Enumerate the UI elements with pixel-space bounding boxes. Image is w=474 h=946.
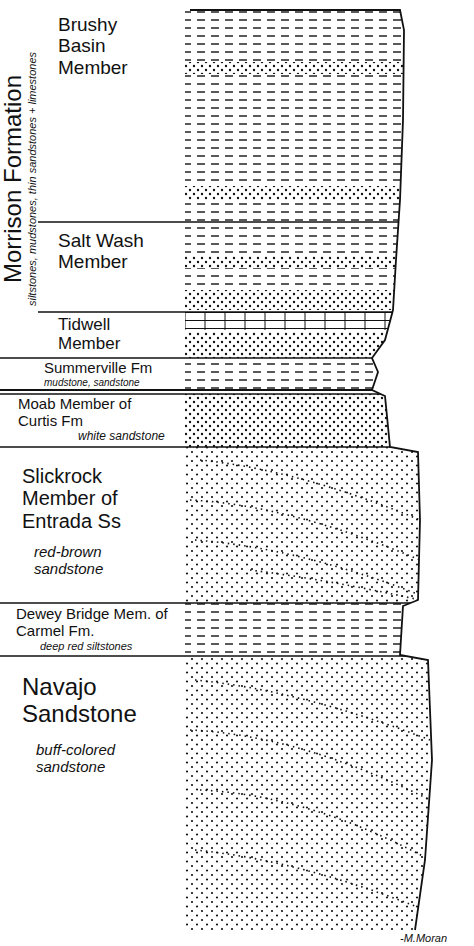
rock-unit-band: Moab Member of Curtis Fmwhite sandstone <box>0 394 185 447</box>
unit-name: Navajo Sandstone <box>22 674 152 728</box>
lithology-fill <box>185 10 445 930</box>
contact-lines <box>0 222 450 656</box>
rock-unit-band: Morrison Formationsiltstones, mudstones,… <box>0 0 185 358</box>
unit-name: Moab Member of Curtis Fm <box>18 396 153 430</box>
rock-unit-band: Slickrock Member of Entrada Ss red-brown … <box>0 447 185 603</box>
unit-name: Slickrock Member of Entrada Ss <box>22 465 134 532</box>
lithology-note: buff-colored sandstone <box>36 742 136 776</box>
rock-unit-band: Dewey Bridge Mem. of Carmel Fm.deep red … <box>0 603 185 656</box>
unit-name: Brushy Basin Member <box>58 14 148 78</box>
lithology-note: white sandstone <box>78 430 181 443</box>
artist-signature: -M.Moran <box>400 932 447 944</box>
lithology-note: deep red siltstones <box>40 640 183 652</box>
formation-name: Morrison Formation <box>0 0 26 358</box>
rock-unit-band: Salt Wash Member <box>38 222 185 312</box>
rock-unit-band: Summerville Fmmudstone, sandstone <box>0 358 185 390</box>
rock-unit-band: Brushy Basin Member <box>38 0 185 222</box>
lithology-note: mudstone, sandstone <box>44 377 181 388</box>
unit-name: Tidwell Member <box>58 315 148 353</box>
rock-unit-band: Navajo Sandstone buff-colored sandstone <box>0 656 185 930</box>
unit-name: Summerville Fm <box>44 360 181 377</box>
lithology-note: siltstones, mudstones, thin sandstones +… <box>26 0 38 358</box>
unit-name: Salt Wash Member <box>58 230 148 273</box>
cliff-profile <box>190 10 432 930</box>
lithology-note: red-brown sandstone <box>34 544 124 578</box>
rotated-label-group: Morrison Formationsiltstones, mudstones,… <box>0 0 38 358</box>
rock-unit-band: Tidwell Member <box>38 312 185 358</box>
unit-name: Dewey Bridge Mem. of Carmel Fm. <box>16 606 183 640</box>
